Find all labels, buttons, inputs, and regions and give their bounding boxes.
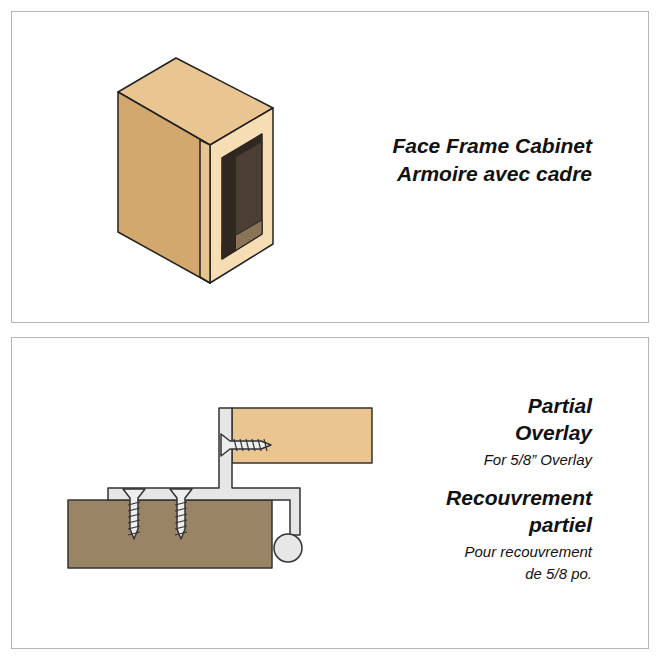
screw	[221, 434, 271, 456]
screw	[123, 489, 145, 539]
panel	[12, 12, 649, 323]
cabinet	[118, 58, 273, 283]
title-label: Armoire avec cadre	[292, 161, 592, 187]
face-frame	[68, 500, 272, 568]
door	[232, 408, 372, 463]
heading-label: Partial Overlay	[472, 392, 592, 446]
heading-label: Recouvrement partiel	[417, 484, 592, 538]
screw	[170, 489, 192, 539]
note-label: For 5/8” Overlay	[392, 450, 592, 469]
note-label: Pour recouvrement de 5/8 po.	[450, 541, 592, 585]
hinge-section	[68, 408, 372, 568]
hinge-knuckle	[274, 534, 302, 562]
title-label: Face Frame Cabinet	[292, 133, 592, 159]
panel	[12, 338, 649, 649]
